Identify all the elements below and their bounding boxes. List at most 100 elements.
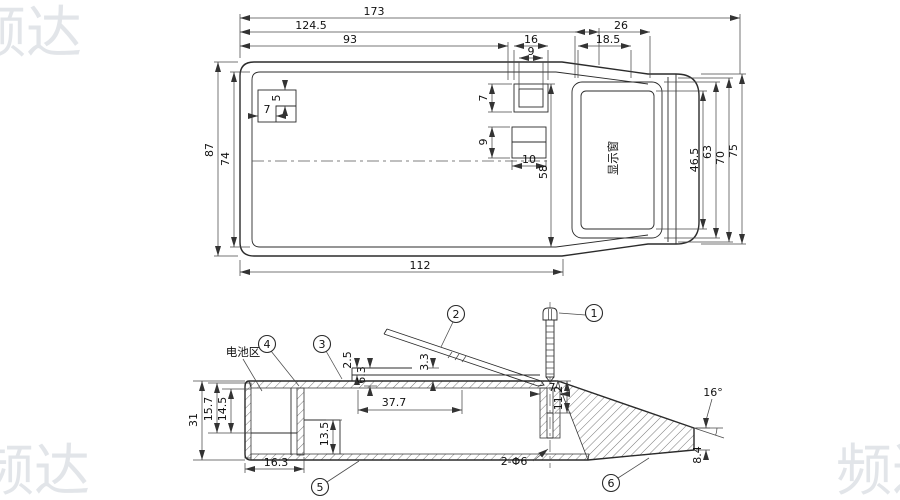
dim-label: 7 (264, 103, 271, 116)
dim-13-5: 13.5 (318, 419, 342, 455)
dim-112: 112 (239, 259, 564, 276)
dim-label: 7 (549, 381, 556, 394)
balloon-circle (257, 334, 277, 354)
port-rect (511, 126, 547, 159)
dim-label: 46.5 (688, 148, 701, 173)
dim-label: 14.5 (216, 397, 229, 422)
dim-label: 16 (524, 33, 538, 46)
balloon-number: 3 (319, 338, 326, 351)
ext-lines (664, 81, 720, 239)
ext-lines (488, 126, 510, 159)
dim-7-mid: 7 (477, 83, 512, 113)
dim-label: 70 (714, 151, 727, 165)
balloon-1: 1 (558, 303, 604, 323)
dim-87: 87 (203, 61, 238, 257)
watermark-bottom-left: 频达 (0, 439, 90, 500)
dim-label: 15.7 (202, 397, 215, 422)
callout-label: 2-Φ6 (501, 455, 528, 468)
dim-label: 124.5 (295, 19, 327, 32)
dim-16-deg: 16° (693, 386, 725, 439)
dim-9-mid: 9 (477, 126, 510, 159)
dim-75: 75 (701, 73, 746, 245)
dim-37-7: 37.7 (357, 390, 463, 414)
balloon-circle (584, 303, 604, 323)
dim-label: 13.5 (318, 422, 331, 447)
dim-label: 7 (477, 95, 490, 102)
ext-lines (222, 388, 251, 434)
stylus-channel-lines (351, 367, 540, 381)
dim-2-5: 2.5 (341, 351, 360, 385)
dim-173: 173 (239, 5, 741, 74)
dim-label: 31 (187, 413, 200, 427)
balloon-2: 2 (440, 304, 466, 348)
angle-arc (715, 427, 718, 436)
screw-tip (545, 376, 555, 383)
dim-70: 70 (678, 77, 733, 243)
balloon-6: 6 (601, 457, 650, 493)
screw-head-slot (548, 309, 552, 320)
dim-5: 5 (270, 80, 288, 116)
balloon-leader (325, 350, 343, 380)
balloon-leader (270, 350, 300, 387)
dim-label: 8.4 (691, 446, 704, 464)
stylus-grip-ticks (447, 351, 467, 363)
cap-band-lines (667, 74, 677, 244)
ext-lines (518, 62, 544, 89)
angle-rays (693, 427, 725, 439)
dim-label: 173 (364, 5, 385, 18)
hatch-boss-left (539, 387, 548, 439)
dim-label: 37.7 (382, 396, 407, 409)
screw-head (542, 307, 558, 321)
ext-lines (574, 36, 651, 78)
screw-threads (546, 325, 554, 375)
connector-inner (518, 88, 544, 108)
dim-label: 75 (727, 144, 740, 158)
display-window-frame (580, 90, 655, 230)
section-view: 电池区 1 2 3 4 5 (187, 302, 725, 497)
ext-lines (678, 77, 733, 243)
balloon-5: 5 (310, 460, 360, 497)
dim-label: 16° (703, 386, 723, 399)
hatch-left-wall (244, 382, 252, 459)
dim-7-boss: 7 (530, 381, 570, 397)
dim-label: 5 (270, 95, 283, 102)
dim-label: 6.3 (355, 366, 368, 384)
balloon-leader (326, 460, 360, 483)
dim-label: 9 (528, 45, 535, 58)
dim-46-5: 46.5 (656, 90, 707, 230)
dim-9-top: 9 (518, 45, 544, 89)
ext-lines (513, 50, 549, 80)
dim-label: 112 (410, 259, 431, 272)
dim-63: 63 (664, 81, 720, 239)
dim-18-5: 18.5 (577, 33, 632, 78)
stylus (383, 328, 545, 387)
balloon-3: 3 (312, 334, 343, 380)
balloon-leader (617, 457, 650, 479)
ext-lines (239, 14, 741, 74)
ext-lines (357, 390, 463, 414)
balloon-leader (440, 321, 454, 348)
dim-7-detail: 7 (248, 103, 286, 119)
dim-label: 18.5 (596, 33, 621, 46)
dim-16: 16 (513, 33, 549, 80)
hatch-top-wall (248, 380, 559, 389)
dim-10: 10 (511, 153, 547, 170)
battery-area-callout: 电池区 (226, 345, 263, 392)
top-view: 显示窗 173 124.5 93 16 9 (203, 5, 746, 276)
balloon-number: 4 (264, 338, 271, 351)
balloon-number: 6 (608, 477, 615, 490)
dim-label: 9 (477, 139, 490, 146)
ext-lines (239, 259, 564, 276)
watermark-bottom-right: 频达 (836, 439, 900, 500)
hole-callout: 2-Φ6 (501, 448, 549, 468)
balloon-number: 5 (317, 481, 324, 494)
display-module-outer (571, 81, 663, 239)
detail-step (275, 105, 296, 122)
callout-leader (532, 448, 549, 462)
hatch-battery-divider (296, 387, 305, 456)
balloon-circle (312, 334, 332, 354)
dim-58: 58 (537, 83, 555, 247)
dim-8-4: 8.4 (691, 418, 710, 464)
